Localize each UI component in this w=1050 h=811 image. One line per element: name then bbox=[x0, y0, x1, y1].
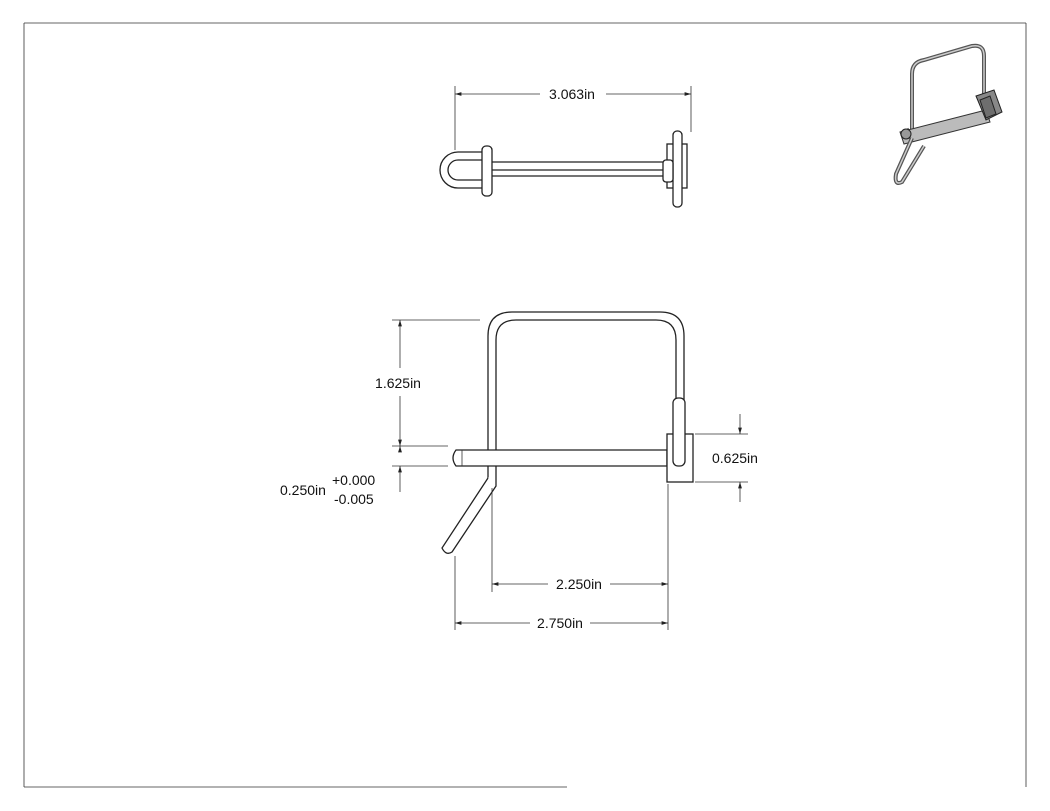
dim-label-inner-length: 2.250in bbox=[556, 576, 602, 592]
dim-label-tol-plus: +0.000 bbox=[332, 472, 375, 488]
dimension-head-height: 0.625in bbox=[695, 414, 758, 502]
dimension-height: 1.625in bbox=[375, 319, 480, 447]
dim-label-head-height: 0.625in bbox=[712, 450, 758, 466]
dim-label-pin-diameter: 0.250in bbox=[280, 482, 326, 498]
isometric-view bbox=[893, 43, 1003, 185]
top-view bbox=[439, 130, 688, 208]
dimension-pin-diameter: 0.250in +0.000 -0.005 bbox=[280, 446, 448, 507]
dim-label-total-length: 2.750in bbox=[537, 615, 583, 631]
dimension-top-width: 3.063in bbox=[454, 86, 692, 150]
dim-label-height: 1.625in bbox=[375, 375, 421, 391]
sheet-border bbox=[23, 22, 1027, 788]
dim-label-tol-minus: -0.005 bbox=[334, 491, 374, 507]
dim-label-top-width: 3.063in bbox=[549, 86, 595, 102]
front-view bbox=[441, 311, 694, 554]
dimension-lengths: 2.250in 2.750in bbox=[454, 484, 669, 631]
